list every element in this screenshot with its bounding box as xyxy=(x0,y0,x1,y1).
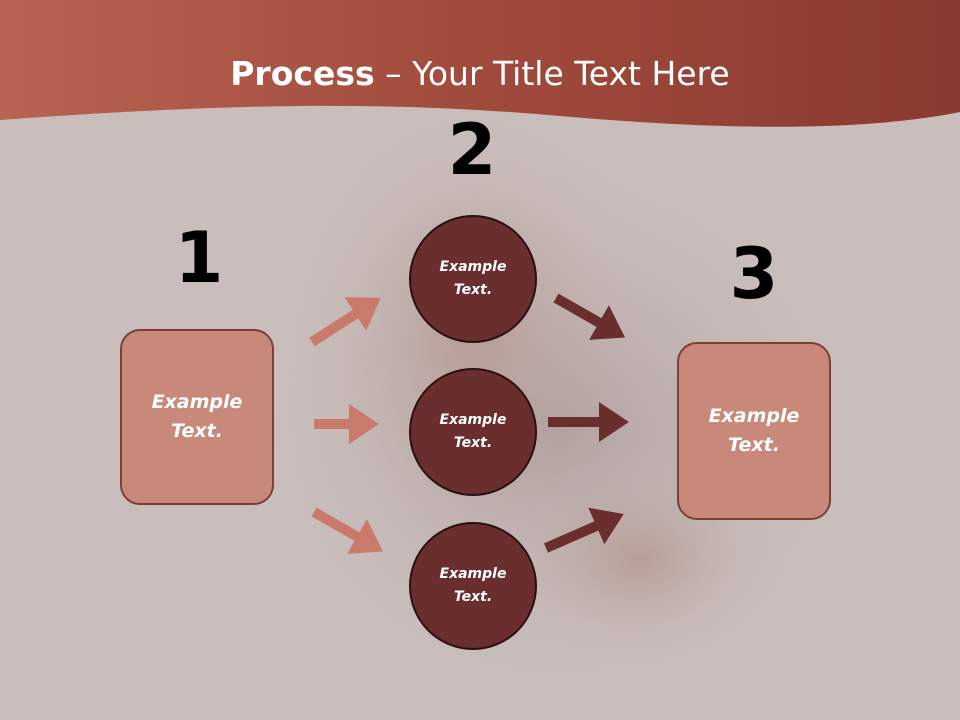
circle-top: Example Text. xyxy=(409,215,537,343)
circle-bottom-text: Example Text. xyxy=(439,566,507,605)
step-1-box: Example Text. xyxy=(120,329,274,505)
step-3-box: Example Text. xyxy=(677,342,831,520)
circle-bottom: Example Text. xyxy=(409,522,537,650)
arrow-right-down xyxy=(553,293,626,340)
circle-middle: Example Text. xyxy=(409,368,537,496)
arrow-left-up xyxy=(309,297,381,347)
circle-middle-text: Example Text. xyxy=(439,412,507,451)
arrow-left-down xyxy=(311,507,384,554)
circle-top-text: Example Text. xyxy=(439,259,507,298)
step-3-text: Example Text. xyxy=(708,405,800,456)
step-number-3: 3 xyxy=(729,233,779,315)
title-rest: – Your Title Text Here xyxy=(374,54,730,93)
step-1-text: Example Text. xyxy=(151,391,243,442)
title-bold: Process xyxy=(230,54,375,93)
step-number-1: 1 xyxy=(174,217,224,299)
slide-title: Process – Your Title Text Here xyxy=(0,52,960,96)
step-number-2: 2 xyxy=(447,109,497,191)
arrow-right-up xyxy=(543,507,624,553)
